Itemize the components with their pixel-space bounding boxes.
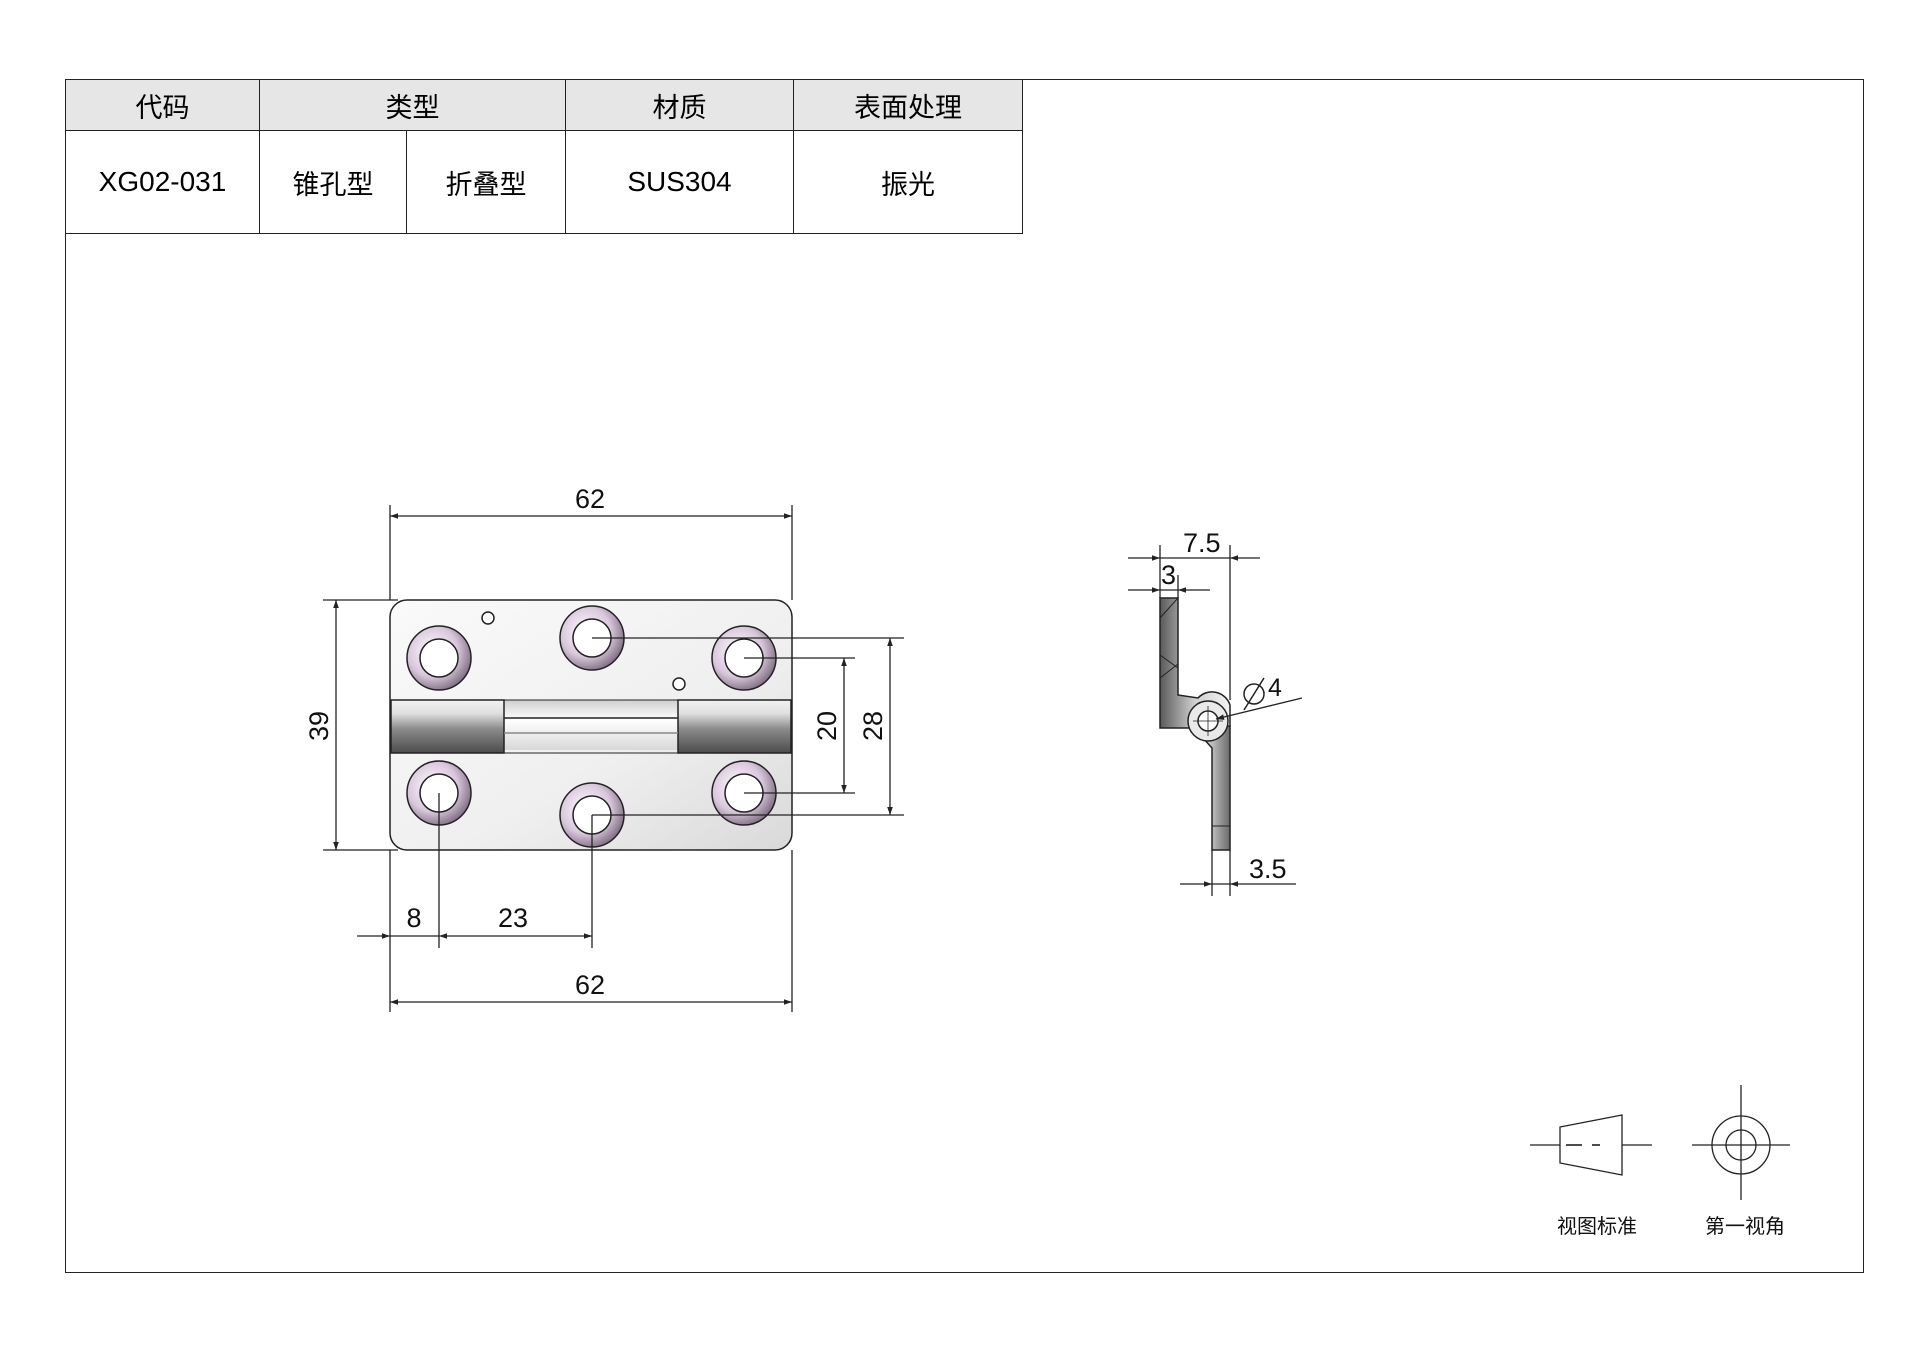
spec-table: 代码 类型 材质 表面处理 XG02-031 锥孔型 折叠型 SUS304 振光 — [65, 79, 1023, 234]
cell-type-hole: 锥孔型 — [259, 130, 407, 234]
header-type: 类型 — [259, 79, 566, 131]
projection-angle-label: 第一视角 — [1705, 1214, 1785, 1238]
first-angle-circles-icon — [1692, 1085, 1790, 1200]
countersunk-hole — [406, 625, 472, 691]
pin-diameter-leader — [1215, 697, 1303, 720]
dim-pitch-inner: 20 — [812, 711, 842, 741]
header-material: 材质 — [565, 79, 794, 131]
cell-type-fold: 折叠型 — [406, 130, 566, 234]
side-lower-leaf — [1192, 725, 1231, 851]
projection-standard-label: 视图标准 — [1557, 1214, 1637, 1238]
dim-hole-spacing: 23 — [498, 903, 528, 933]
knuckle-right — [677, 699, 792, 754]
dim-pin-diameter: 4 — [1268, 674, 1282, 702]
small-pin-hole — [481, 611, 495, 625]
cell-code: XG02-031 — [65, 130, 260, 234]
spec-table-data-row: XG02-031 锥孔型 折叠型 SUS304 振光 — [65, 130, 1023, 234]
dim-height: 39 — [304, 711, 334, 741]
dim-bottom-thickness: 3.5 — [1249, 854, 1287, 884]
dim-pitch-outer: 28 — [858, 711, 888, 741]
cell-surface: 振光 — [793, 130, 1023, 234]
dim-bottom-width: 62 — [575, 970, 605, 1000]
truncated-cone-icon — [1530, 1114, 1652, 1176]
small-pin-hole — [672, 677, 686, 691]
knuckle-left — [390, 699, 505, 754]
front-view-dimensions — [323, 505, 904, 1012]
cell-material: SUS304 — [565, 130, 794, 234]
pin-diameter-callout: 4 — [1243, 674, 1282, 711]
side-view — [1159, 597, 1231, 851]
knuckle-gap — [504, 700, 678, 750]
dim-top-width: 62 — [575, 484, 605, 514]
header-surface: 表面处理 — [793, 79, 1023, 131]
side-view-dimensions — [1128, 545, 1303, 896]
projection-symbol — [1530, 1085, 1790, 1200]
dim-edge-offset: 8 — [406, 903, 421, 933]
dim-leaf-thickness: 3 — [1161, 560, 1176, 590]
dim-overall-thickness: 7.5 — [1183, 528, 1221, 558]
diameter-symbol-icon — [1243, 677, 1265, 711]
front-view — [389, 599, 793, 851]
spec-table-header-row: 代码 类型 材质 表面处理 — [65, 79, 1023, 131]
